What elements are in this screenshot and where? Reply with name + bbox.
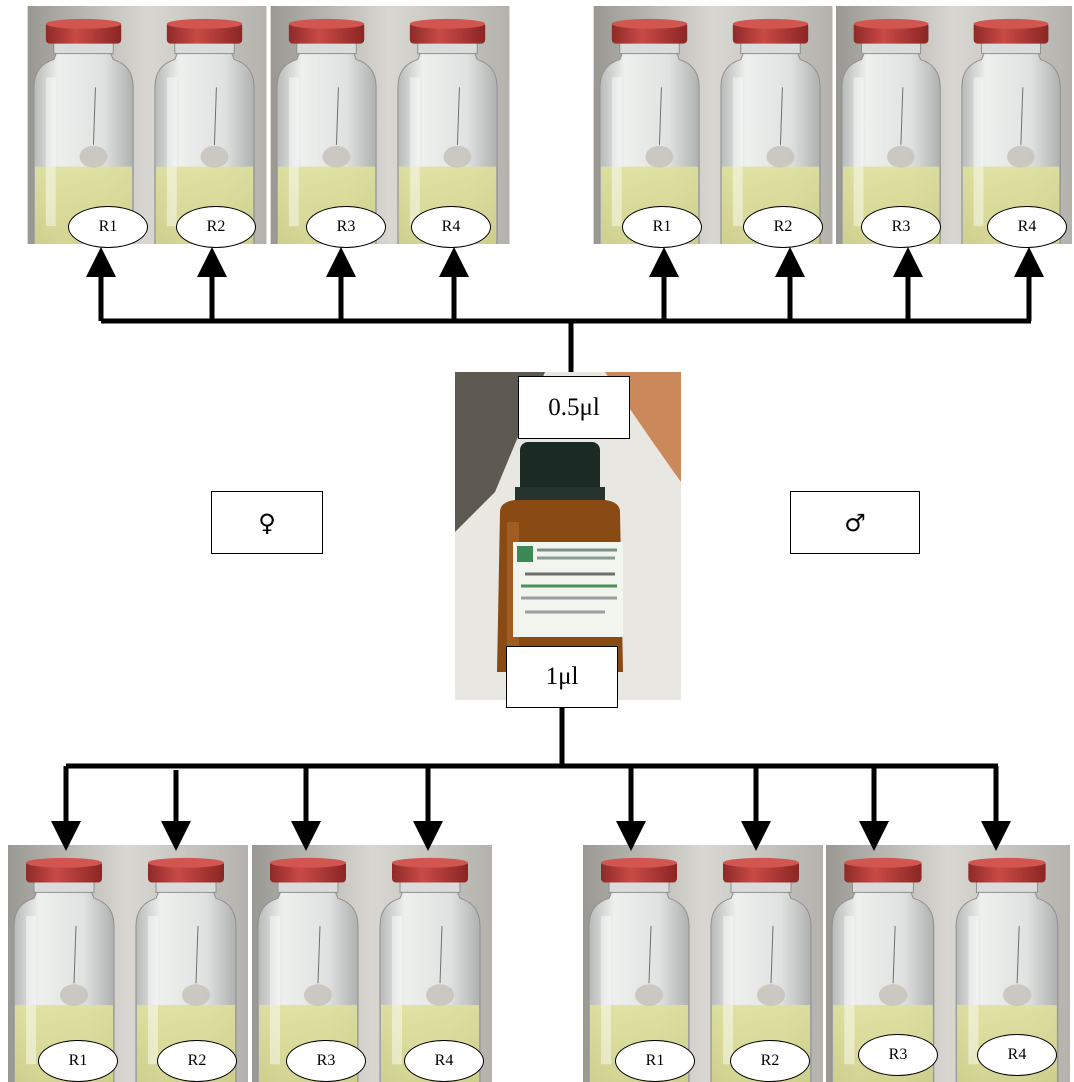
- replicate-label-bottom-right-r3: R3: [858, 1034, 938, 1076]
- dose-bottom-box: 1μl: [506, 646, 618, 708]
- replicate-label-bottom-left-r2: R2: [157, 1040, 237, 1082]
- dose-top-box: 0.5μl: [518, 376, 630, 439]
- replicate-label-top-left-r1: R1: [68, 206, 148, 248]
- replicate-label-top-left-r3: R3: [306, 206, 386, 248]
- replicate-label-top-right-r2: R2: [743, 206, 823, 248]
- replicate-label-top-right-r1: R1: [622, 206, 702, 248]
- female-symbol-box: ♀: [211, 491, 323, 554]
- male-symbol-box: ♂: [790, 491, 920, 554]
- photo-top-left-2: [270, 6, 510, 244]
- replicate-label-top-right-r3: R3: [861, 206, 941, 248]
- replicate-label-bottom-left-r1: R1: [38, 1040, 118, 1082]
- replicate-label-top-left-r4: R4: [411, 206, 491, 248]
- photo-top-right-2: [836, 6, 1072, 244]
- replicate-label-bottom-right-r2: R2: [730, 1040, 810, 1082]
- replicate-label-top-left-r2: R2: [176, 206, 256, 248]
- essential-oil-bottle-photo: [455, 372, 681, 700]
- photo-top-left-1: [27, 6, 267, 244]
- replicate-label-bottom-left-r4: R4: [404, 1040, 484, 1082]
- replicate-label-bottom-left-r3: R3: [286, 1040, 366, 1082]
- replicate-label-bottom-right-r1: R1: [615, 1040, 695, 1082]
- replicate-label-bottom-right-r4: R4: [977, 1034, 1057, 1076]
- replicate-label-top-right-r4: R4: [987, 206, 1067, 248]
- photo-top-right-1: [593, 6, 833, 244]
